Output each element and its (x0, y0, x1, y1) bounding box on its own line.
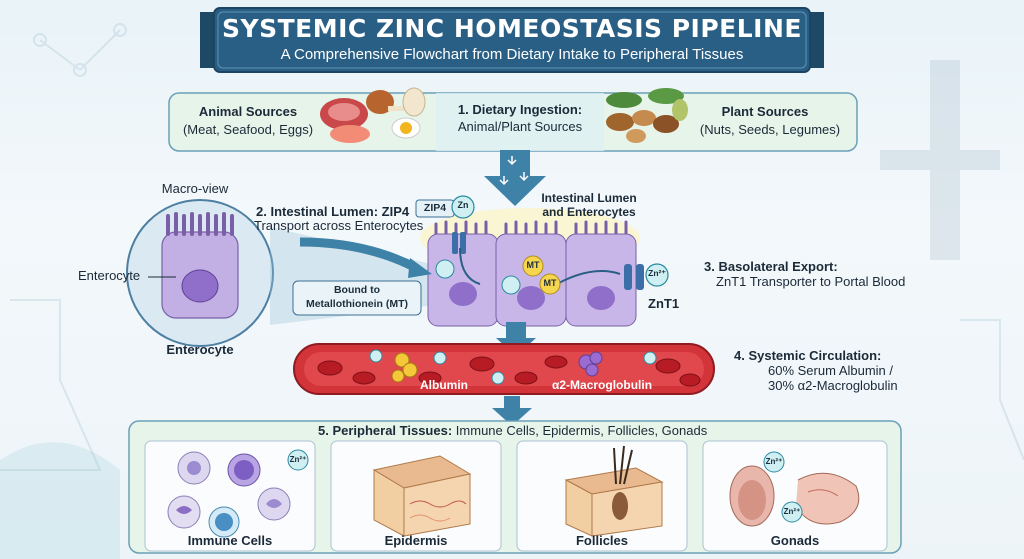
albumin-label: Albumin (420, 378, 468, 392)
zinc-ion-cell-1 (435, 259, 455, 279)
enterocyte-pointer-line (148, 276, 176, 278)
zinc-ion-lumen (451, 195, 475, 219)
macro-view-label: Macro-view (161, 181, 229, 196)
step2-title: 2. Intestinal Lumen: ZIP4 (256, 204, 410, 219)
plant-foods-illustration (606, 88, 688, 143)
step1-title: 1. Dietary Ingestion: (457, 102, 583, 117)
step3-title: 3. Basolateral Export: (704, 259, 838, 274)
mt-badge-2 (539, 273, 561, 295)
tissue-card-gonads (702, 440, 888, 552)
flow-arrow-2 (299, 237, 432, 278)
enterocyte-pointer-label: Enterocyte (78, 268, 141, 283)
tissue-card-epidermis (330, 440, 502, 552)
mt-badge-1-label: MT (526, 260, 540, 270)
step1-detail: Animal/Plant Sources (457, 119, 583, 134)
title-banner (200, 7, 824, 73)
lumen-region-label-1: Intestinal Lumen (541, 191, 637, 205)
flow-arrow-1 (484, 150, 546, 206)
mt-box (292, 280, 422, 316)
gonads-zinc-label-1: Zn²⁺ (765, 457, 783, 466)
flow-arrow-4 (492, 396, 532, 426)
mt-box-line-1: Bound to (333, 284, 381, 296)
mt-badge-1 (522, 255, 544, 277)
immune-zinc-label: Zn²⁺ (289, 455, 307, 464)
znt1-label: ZnT1 (648, 296, 680, 311)
blood-vessel (293, 343, 715, 395)
step4-title: 4. Systemic Circulation: (734, 348, 882, 363)
zinc-ion-cell-2 (501, 275, 521, 295)
tissue-card-immune (144, 440, 316, 552)
step2-detail: Transport across Enterocytes (254, 218, 424, 233)
tissue-card-follicles (516, 440, 688, 552)
tissue-label-follicles: Follicles (575, 533, 629, 548)
animal-sources-detail: (Meat, Seafood, Eggs) (182, 122, 314, 137)
animal-sources-title: Animal Sources (198, 104, 298, 119)
plant-sources-title: Plant Sources (721, 104, 809, 119)
znt1-transporter (624, 264, 644, 290)
page-title: SYSTEMIC ZINC HOMEOSTASIS PIPELINE (221, 14, 802, 43)
zip4-tag-label: ZIP4 (423, 202, 447, 214)
lumen-region-label-2: and Enterocytes (542, 205, 636, 219)
step5-detail: Immune Cells, Epidermis, Follicles, Gona… (455, 423, 708, 438)
plant-sources-detail: (Nuts, Seeds, Legumes) (699, 122, 841, 137)
enterocyte-caption: Enterocyte (166, 342, 234, 357)
step5-heading: 5. Peripheral Tissues: Immune Cells, Epi… (318, 423, 707, 438)
zinc-ion-export-label: Zn²⁺ (648, 268, 666, 278)
step4-line-2: 30% α2-Macroglobulin (768, 378, 898, 393)
mt-box-line-2: Metallothionein (MT) (305, 298, 409, 310)
tissue-label-immune: Immune Cells (187, 533, 273, 548)
zinc-ion-lumen-label: Zn (457, 200, 469, 210)
zinc-ion-export (645, 263, 669, 287)
page-subtitle: A Comprehensive Flowchart from Dietary I… (280, 46, 744, 63)
step3-detail: ZnT1 Transporter to Portal Blood (716, 274, 906, 289)
step5-title: 5. Peripheral Tissues: (318, 423, 453, 438)
tissue-label-epidermis: Epidermis (384, 533, 448, 548)
macroglobulin-label: α2-Macroglobulin (552, 378, 653, 392)
flow-arrow-3 (496, 322, 536, 356)
gonads-zinc-label-2: Zn²⁺ (783, 507, 801, 516)
step4-line-1: 60% Serum Albumin / (768, 363, 894, 378)
tissue-label-gonads: Gonads (770, 533, 820, 548)
animal-foods-illustration (320, 87, 426, 143)
macro-view-enterocyte (126, 199, 274, 347)
mt-badge-2-label: MT (543, 278, 557, 288)
